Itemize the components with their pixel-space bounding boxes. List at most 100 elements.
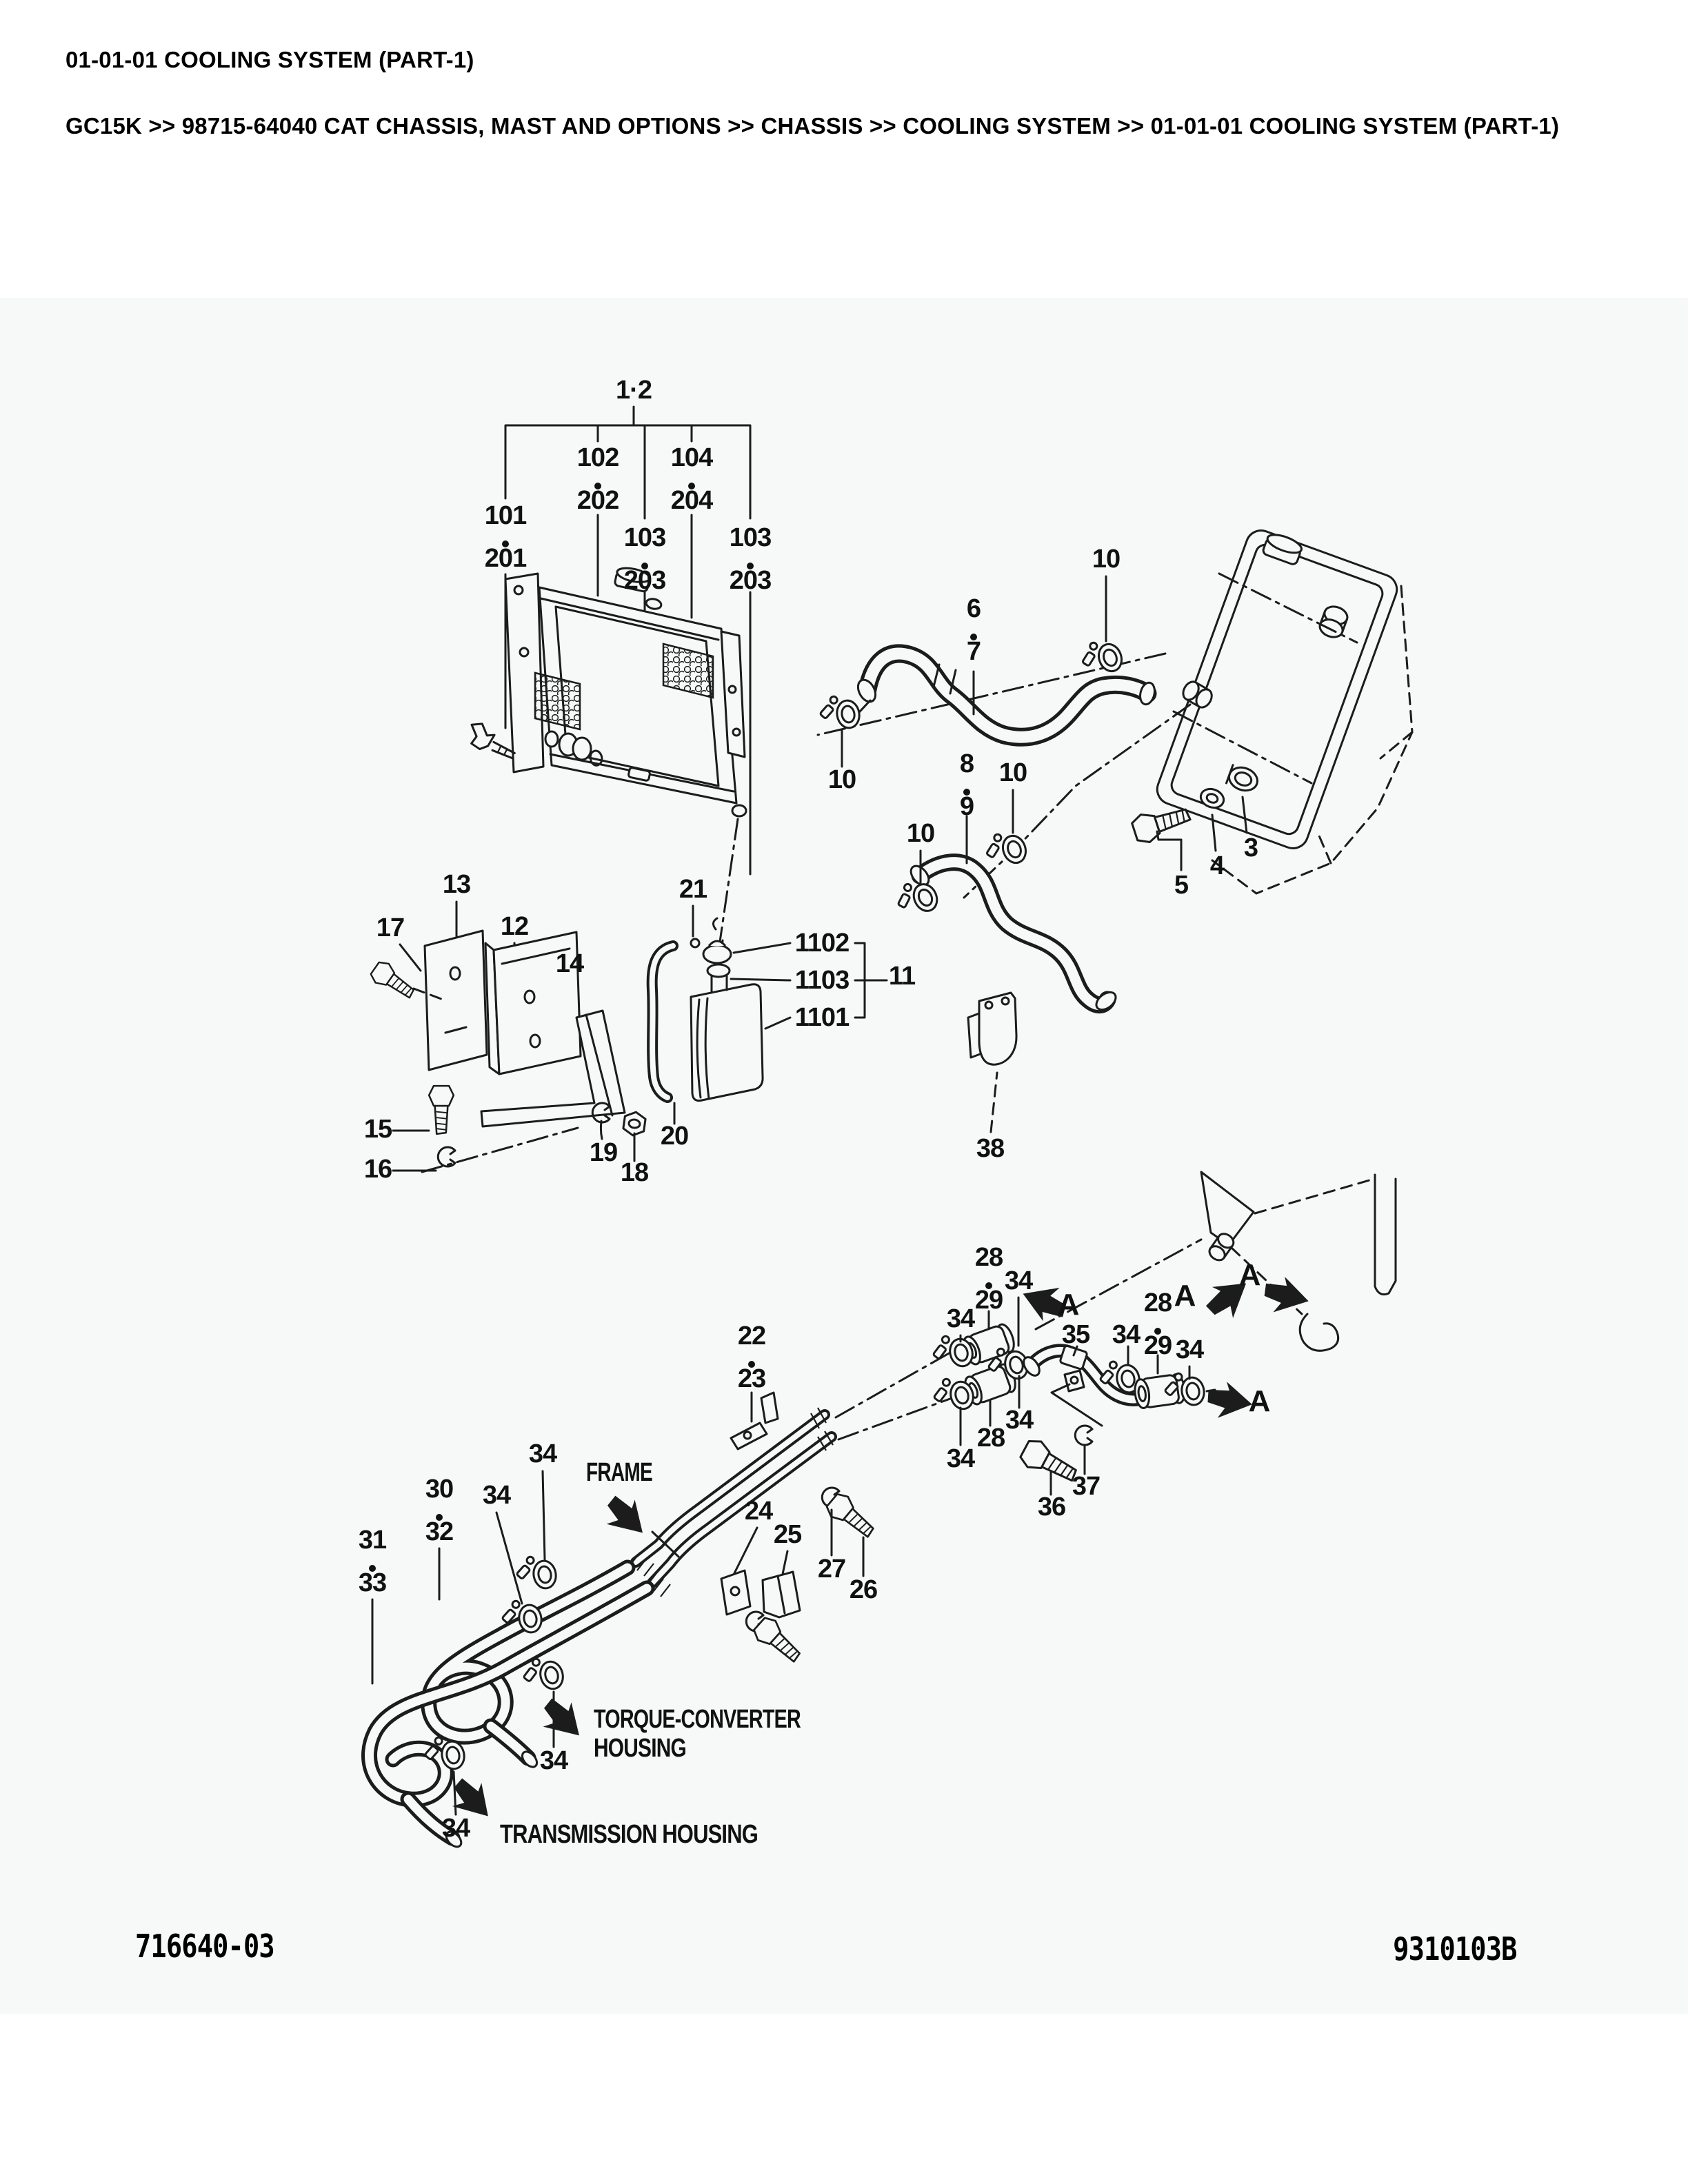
bypass-hose-35-group <box>1016 1238 1256 1496</box>
part-label-34: 34 <box>1176 1335 1205 1364</box>
doc-number: 716640-03 <box>135 1928 275 1965</box>
svg-text:28: 28 <box>1144 1288 1172 1317</box>
part-label-20: 20 <box>661 1122 689 1151</box>
part-label-10: 10 <box>1092 545 1121 574</box>
svg-text:4: 4 <box>1210 851 1225 880</box>
svg-text:A: A <box>1249 1384 1270 1418</box>
svg-text:1101: 1101 <box>795 1003 850 1032</box>
svg-text:36: 36 <box>1038 1493 1065 1521</box>
reserve-tank-drawing <box>646 904 888 1125</box>
part-label-1102: 1102 <box>795 929 850 958</box>
svg-text:26: 26 <box>850 1575 877 1604</box>
svg-text:1103: 1103 <box>795 966 849 995</box>
svg-text:33: 33 <box>359 1568 386 1597</box>
callout-arrows <box>443 1488 680 1830</box>
svg-text:28: 28 <box>977 1424 1005 1453</box>
exploded-parts-diagram: 1·21012011022021032031042041032036710108… <box>359 376 1414 1849</box>
svg-text:34: 34 <box>1176 1335 1204 1364</box>
part-label-TRANSMISSION-HOUSING: TRANSMISSION HOUSING <box>500 1820 758 1849</box>
lower-radiator-hose <box>910 853 1117 1013</box>
svg-text:102: 102 <box>577 443 619 472</box>
svg-text:103: 103 <box>730 523 771 552</box>
upper-radiator-hose <box>850 644 1157 747</box>
svg-text:24: 24 <box>745 1497 773 1526</box>
part-label-8-9: 89 <box>960 749 974 821</box>
radiator-mount-brackets <box>367 900 647 1173</box>
part-label-37: 37 <box>1072 1472 1101 1501</box>
svg-text:203: 203 <box>624 566 665 595</box>
part-label-34: 34 <box>540 1746 569 1775</box>
svg-text:101: 101 <box>485 501 527 530</box>
svg-text:203: 203 <box>730 566 771 595</box>
svg-text:22: 22 <box>738 1322 765 1351</box>
svg-text:19: 19 <box>590 1138 617 1167</box>
part-label-34: 34 <box>947 1444 976 1473</box>
svg-text:6: 6 <box>967 594 981 623</box>
part-label-25: 25 <box>774 1520 803 1549</box>
part-label-14: 14 <box>556 949 585 978</box>
part-label-A: A <box>1239 1258 1261 1292</box>
part-label-1103: 1103 <box>795 966 850 995</box>
svg-text:104: 104 <box>671 443 713 472</box>
part-label-21: 21 <box>679 875 708 904</box>
figure-code: 9310103B <box>1393 1930 1518 1968</box>
svg-text:A: A <box>1058 1288 1079 1322</box>
svg-text:3: 3 <box>1244 833 1258 862</box>
svg-text:12: 12 <box>501 912 528 941</box>
part-label-A: A <box>1058 1288 1080 1322</box>
joint-sleeves-central <box>928 1296 1032 1446</box>
svg-text:11: 11 <box>889 962 916 991</box>
pipe-clamp-brackets <box>720 1486 881 1669</box>
svg-text:34: 34 <box>947 1444 975 1473</box>
part-label-HOUSING: HOUSING <box>594 1734 687 1763</box>
svg-text:A: A <box>1174 1279 1196 1313</box>
loop-hoses <box>361 1470 655 1848</box>
part-label-28: 28 <box>977 1424 1005 1453</box>
part-label-34: 34 <box>529 1439 558 1468</box>
part-label-1101: 1101 <box>795 1003 850 1032</box>
plug-washer-bolt-345 <box>1129 764 1258 871</box>
svg-text:34: 34 <box>529 1439 557 1468</box>
svg-text:32: 32 <box>425 1517 453 1546</box>
svg-text:34: 34 <box>947 1304 975 1333</box>
part-label-10: 10 <box>907 819 935 848</box>
part-label-34: 34 <box>483 1481 512 1510</box>
svg-text:10: 10 <box>907 819 934 848</box>
radiator-label-tree <box>504 405 752 876</box>
svg-text:34: 34 <box>1112 1320 1141 1349</box>
part-label-10: 10 <box>828 765 856 794</box>
part-label-34: 34 <box>1112 1320 1141 1349</box>
part-label-5: 5 <box>1174 871 1189 900</box>
svg-text:34: 34 <box>1005 1406 1034 1435</box>
part-label-4: 4 <box>1210 851 1225 880</box>
svg-text:34: 34 <box>540 1746 568 1775</box>
part-label-A: A <box>1249 1384 1271 1418</box>
svg-text:9: 9 <box>960 792 974 821</box>
svg-text:25: 25 <box>774 1520 802 1549</box>
svg-text:1·2: 1·2 <box>616 376 652 405</box>
svg-text:17: 17 <box>376 913 404 942</box>
svg-text:34: 34 <box>483 1481 511 1510</box>
mast-housing-outline <box>1199 1171 1397 1352</box>
svg-text:29: 29 <box>975 1286 1003 1315</box>
part-label-34: 34 <box>1005 1266 1034 1295</box>
svg-text:18: 18 <box>621 1158 648 1187</box>
svg-text:5: 5 <box>1174 871 1189 900</box>
svg-text:10: 10 <box>828 765 856 794</box>
part-label-1-2: 1·2 <box>616 376 652 405</box>
part-label-TORQUE-CONVERTER: TORQUE-CONVERTER <box>594 1705 801 1734</box>
svg-text:34: 34 <box>442 1814 470 1843</box>
svg-text:21: 21 <box>679 875 707 904</box>
svg-text:A: A <box>1239 1258 1260 1292</box>
breadcrumb: GC15K >> 98715-64040 CAT CHASSIS, MAST A… <box>66 113 1560 139</box>
svg-text:FRAME: FRAME <box>586 1458 652 1487</box>
svg-text:204: 204 <box>671 486 713 515</box>
